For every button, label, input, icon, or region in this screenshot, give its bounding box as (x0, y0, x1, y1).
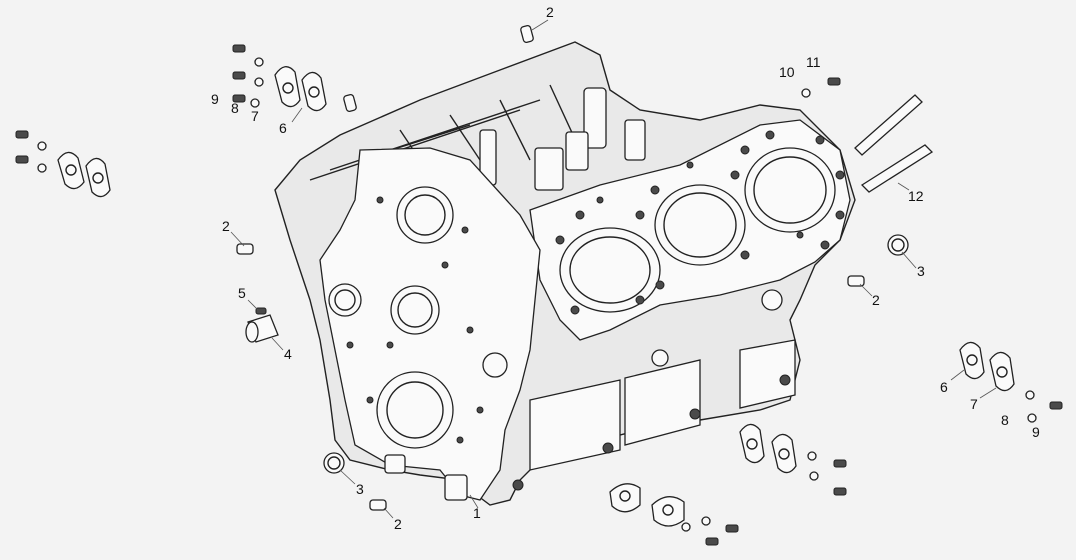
callout-3: 3 (917, 263, 925, 279)
screw (255, 307, 267, 315)
callout-4: 4 (284, 346, 292, 362)
gasket (301, 71, 327, 112)
callout-6: 6 (279, 120, 287, 136)
gasket (989, 351, 1015, 392)
callout-6: 6 (940, 379, 948, 395)
callout-5: 5 (238, 285, 246, 301)
gasket (651, 496, 685, 527)
gasket (85, 157, 111, 198)
callout-3: 3 (356, 481, 364, 497)
bolts (15, 44, 1063, 546)
cover-plate (57, 151, 85, 190)
callout-11: 11 (806, 54, 821, 70)
dowel-pin (343, 94, 357, 112)
cover-plate (959, 341, 985, 380)
dowel-pin (520, 25, 534, 43)
leader-lines (230, 19, 997, 519)
dowel-pin (369, 499, 387, 511)
cover-plate (609, 483, 641, 513)
callout-2: 2 (546, 4, 554, 20)
washers (37, 57, 1037, 532)
callout-2: 2 (222, 218, 230, 234)
dowel-pin (236, 243, 254, 255)
cylinder-head-stud (854, 94, 923, 156)
dowel-pin (847, 275, 865, 287)
callout-12: 12 (908, 188, 924, 204)
callout-8: 8 (1001, 412, 1009, 428)
callout-10: 10 (779, 64, 795, 80)
callout-1: 1 (473, 505, 481, 521)
gasket (771, 433, 797, 474)
callout-7: 7 (251, 108, 259, 124)
callout-9: 9 (1032, 424, 1040, 440)
cylinder-head-stud (860, 144, 934, 193)
callout-2: 2 (394, 516, 402, 532)
callout-2: 2 (872, 292, 880, 308)
sleeve (245, 314, 279, 343)
threaded-plug (323, 452, 345, 474)
callout-9: 9 (211, 91, 219, 107)
engine-block (274, 41, 856, 506)
threaded-plug (887, 234, 909, 256)
callout-8: 8 (231, 100, 239, 116)
cover-plate (739, 423, 765, 464)
cover-plate (274, 66, 301, 108)
callout-7: 7 (970, 396, 978, 412)
callout-labels: 1 2 2 2 2 3 3 4 5 6 6 7 7 8 8 9 9 10 11 … (211, 4, 1040, 532)
